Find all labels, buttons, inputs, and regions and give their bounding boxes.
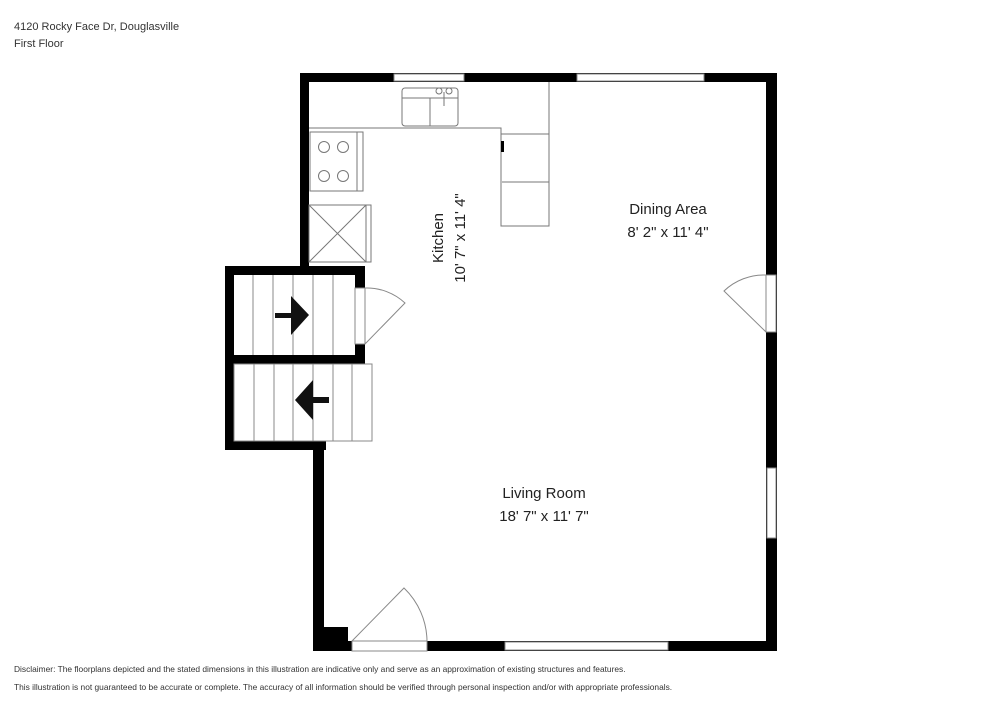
arrow-left-icon	[295, 380, 329, 420]
counter-right	[500, 134, 550, 227]
stairs-upper	[252, 275, 334, 355]
door-stair-frame	[354, 287, 366, 345]
window-living-right	[766, 467, 777, 539]
windows	[393, 73, 777, 651]
window-kitchen	[393, 73, 465, 82]
door-entry-frame	[351, 640, 428, 652]
window-living-bottom	[504, 641, 669, 651]
dishwasher-handle	[501, 141, 504, 152]
kitchen-fixtures	[308, 82, 550, 263]
room-dimensions: 18' 7" x 11' 7"	[499, 508, 589, 525]
room-name: Living Room	[502, 485, 585, 502]
door-dining-swing	[723, 274, 767, 333]
stairs-lower	[233, 363, 373, 442]
room-living: Living Room 18' 7" x 11' 7"	[499, 485, 589, 525]
room-dimensions: 10' 7" x 11' 4"	[452, 193, 469, 283]
arrow-right-icon	[275, 296, 309, 335]
floor-label: First Floor	[14, 38, 64, 50]
refrigerator-icon	[308, 204, 372, 263]
disclaimer-line-1: Disclaimer: The floorplans depicted and …	[14, 664, 626, 674]
doors	[351, 274, 777, 652]
room-dining: Dining Area 8' 2" x 11' 4"	[627, 201, 708, 241]
door-stair-swing	[364, 287, 406, 345]
room-name: Kitchen	[430, 213, 447, 263]
room-dimensions: 8' 2" x 11' 4"	[627, 224, 708, 241]
window-dining	[576, 73, 705, 82]
stove-icon	[309, 131, 364, 192]
disclaimer-line-2: This illustration is not guaranteed to b…	[14, 682, 673, 692]
room-name: Dining Area	[629, 201, 707, 218]
room-kitchen: Kitchen 10' 7" x 11' 4"	[430, 193, 469, 283]
property-address: 4120 Rocky Face Dr, Douglasville	[14, 21, 180, 33]
door-entry-swing	[351, 587, 428, 642]
door-dining-frame	[765, 274, 777, 333]
